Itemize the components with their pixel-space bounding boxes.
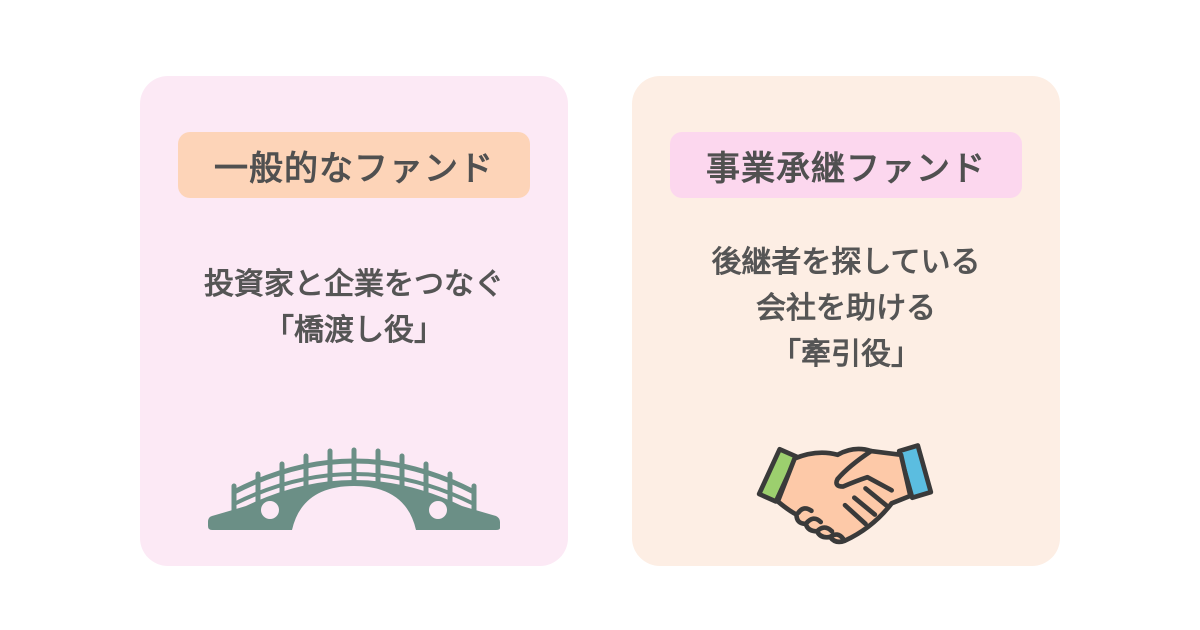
- succession-fund-description: 後継者を探している 会社を助ける 「牽引役」: [632, 240, 1060, 378]
- description-line: 後継者を探している: [711, 245, 981, 280]
- bridge-icon: [208, 447, 500, 530]
- succession-fund-title: 事業承継ファンド: [670, 132, 1022, 198]
- description-line: 「橋渡し役」: [264, 313, 444, 348]
- description-line: 会社を助ける: [756, 291, 936, 326]
- succession-fund-card: 事業承継ファンド 後継者を探している 会社を助ける 「牽引役」: [632, 76, 1060, 566]
- general-fund-card: 一般的なファンド 投資家と企業をつなぐ 「橋渡し役」: [140, 76, 568, 566]
- description-line: 「牽引役」: [771, 337, 921, 372]
- handshake-icon: [756, 443, 934, 545]
- general-fund-title: 一般的なファンド: [178, 132, 530, 198]
- description-line: 投資家と企業をつなぐ: [204, 267, 504, 302]
- general-fund-description: 投資家と企業をつなぐ 「橋渡し役」: [140, 262, 568, 354]
